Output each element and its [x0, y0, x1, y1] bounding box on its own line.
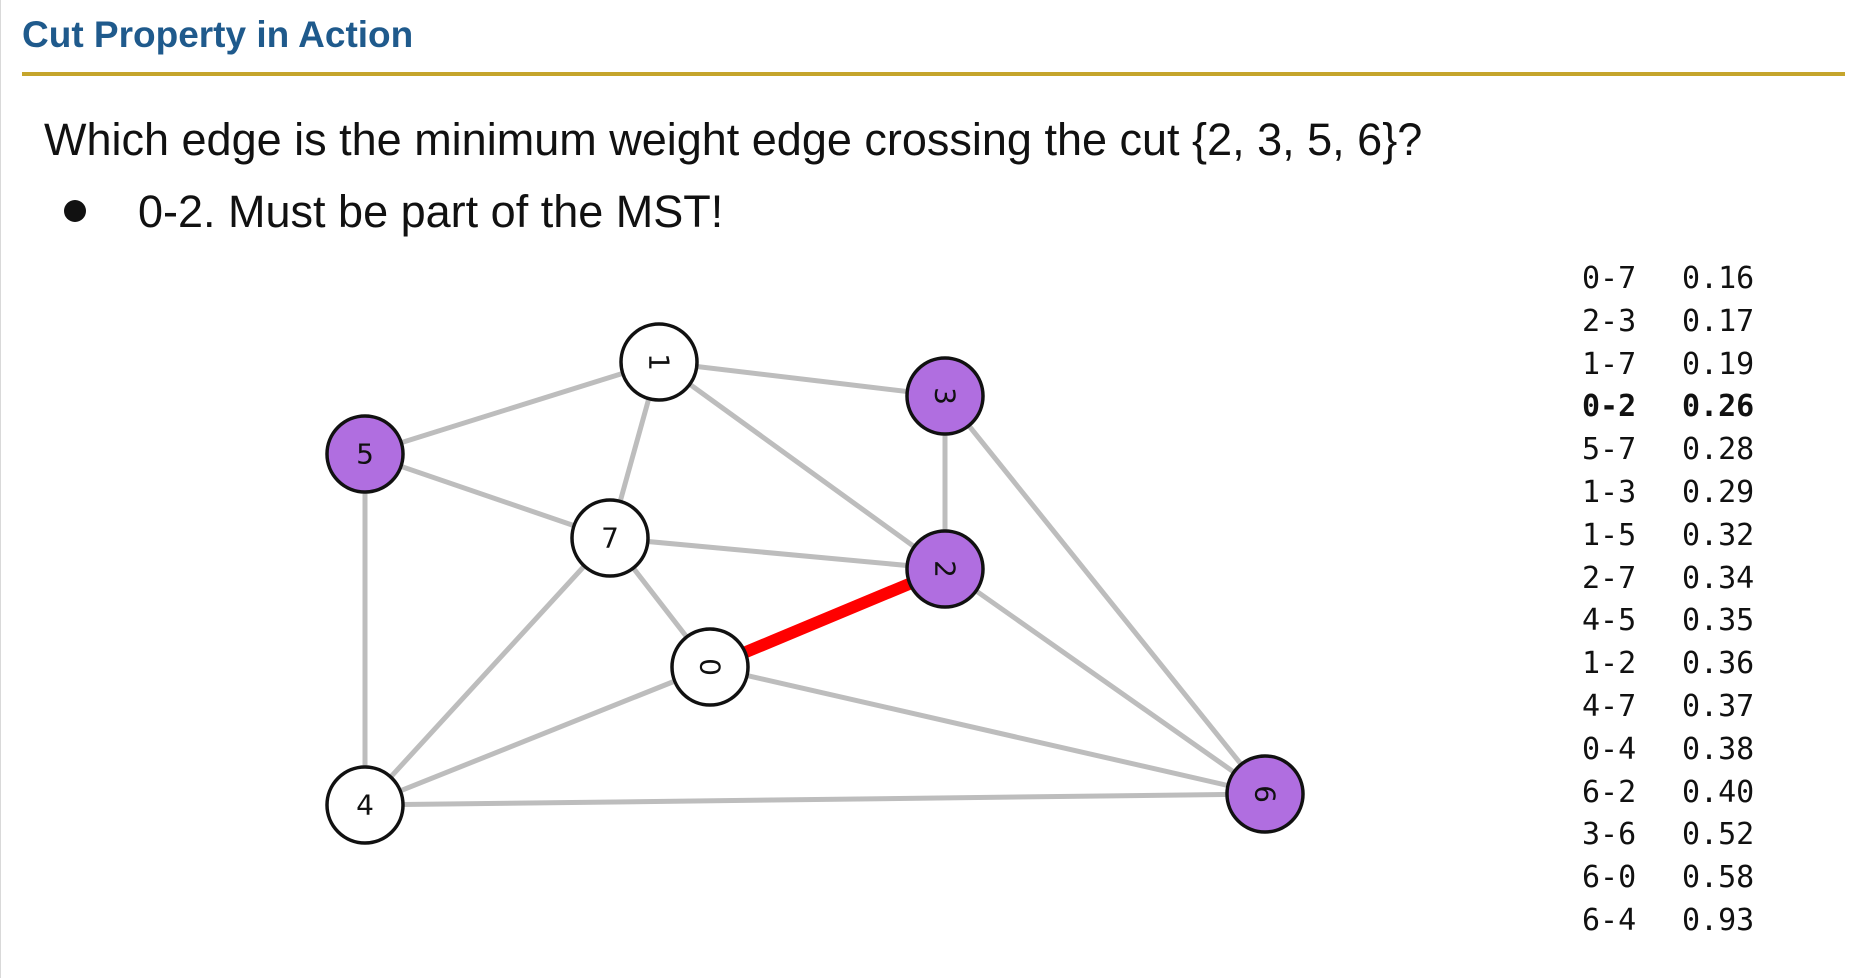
node-circle [905, 529, 985, 609]
edge-list-row: 1-7 0.19 [1582, 344, 1754, 387]
edge-weight: 0.16 [1682, 261, 1755, 296]
edge-list-row: 3-6 0.52 [1582, 814, 1754, 857]
graph-edge-2-7 [609, 535, 946, 572]
graph-nodes: 0 1 2 3 4 5 6 7 [325, 322, 1305, 845]
edge-list-row: 5-7 0.28 [1582, 429, 1754, 472]
edge-name: 0-7 [1582, 261, 1637, 296]
edge-weight: 0.29 [1682, 474, 1755, 510]
graph-edge-1-5 [364, 359, 660, 457]
graph-edges [362, 359, 1267, 808]
node-label: 2 [929, 560, 962, 578]
node-label: 6 [1249, 785, 1282, 803]
edge-weight: 0.38 [1682, 731, 1755, 767]
bullet-icon [64, 200, 86, 222]
slide-title: Cut Property in Action [22, 14, 414, 55]
edge-name: 1-2 [1582, 646, 1637, 682]
edge-list-row: 4-7 0.37 [1582, 686, 1754, 729]
edge-name: 4-5 [1582, 603, 1637, 639]
graph-node-1: 1 [619, 322, 699, 402]
node-label: 4 [356, 789, 374, 822]
edge-list-row: 1-5 0.32 [1582, 515, 1754, 558]
graph-edge-1-2 [657, 359, 947, 572]
node-label: 3 [929, 387, 962, 405]
graph-node-0: 0 [670, 627, 750, 707]
edge-weight: 0.37 [1682, 688, 1755, 724]
graph-node-3: 3 [905, 356, 985, 436]
edge-weight-list: 0-7 0.16 2-3 0.17 1-7 0.19 0-2 0.26 5-7 0.28 1-3 0.… [1582, 258, 1754, 943]
graph-edge-5-7 [364, 451, 611, 541]
node-circle [325, 414, 405, 494]
node-label: 5 [356, 438, 374, 471]
graph-edge-6-4 [364, 791, 1266, 808]
edge-list-row: 6-4 0.93 [1582, 900, 1754, 943]
edge-name: 1-7 [1582, 346, 1637, 382]
edge-weight: 0.32 [1682, 517, 1755, 553]
edge-weight: 0.93 [1682, 902, 1755, 938]
edge-list-row: 0-2 0.26 [1582, 386, 1754, 429]
node-circle [905, 356, 985, 436]
graph-edge-6-2 [943, 566, 1267, 797]
edge-weight: 0.28 [1682, 432, 1755, 468]
title-underline [22, 72, 1845, 76]
graph-edge-6-0 [709, 664, 1266, 797]
edge-list-row: 2-7 0.34 [1582, 558, 1754, 601]
edge-list-row: 1-3 0.29 [1582, 472, 1754, 515]
graph-diagram: 0 1 2 3 4 5 6 7 [325, 322, 1305, 845]
edge-weight: 0.19 [1682, 346, 1755, 382]
edge-list-row: 4-5 0.35 [1582, 600, 1754, 643]
edge-name: 6-2 [1582, 774, 1637, 810]
graph-node-2: 2 [905, 529, 985, 609]
graph-node-5: 5 [325, 414, 405, 494]
graph-node-4: 4 [325, 765, 405, 845]
edge-list-row: 0-4 0.38 [1582, 729, 1754, 772]
edge-name: 3-6 [1582, 817, 1637, 853]
node-circle [325, 765, 405, 845]
node-circle [1225, 754, 1305, 834]
node-label: 7 [601, 522, 619, 555]
edge-name: 0-2 [1582, 389, 1637, 425]
question-text: Which edge is the minimum weight edge cr… [44, 114, 1423, 165]
graph-node-7: 7 [570, 498, 650, 578]
node-circle [570, 498, 650, 578]
graph-edge-4-7 [363, 536, 612, 807]
edge-weight: 0.40 [1682, 774, 1755, 810]
graph-node-6: 6 [1225, 754, 1305, 834]
edge-name: 1-5 [1582, 517, 1637, 553]
edge-weight: 0.17 [1682, 303, 1755, 339]
node-circle [619, 322, 699, 402]
graph-edge-0-2 [707, 563, 948, 673]
edge-name: 5-7 [1582, 432, 1637, 468]
node-label: 1 [643, 353, 676, 371]
edge-list-row: 1-2 0.36 [1582, 643, 1754, 686]
node-circle [670, 627, 750, 707]
graph-edge-3-6 [943, 394, 1267, 796]
edge-name: 0-4 [1582, 731, 1637, 767]
edge-name: 2-3 [1582, 303, 1637, 339]
edge-weight: 0.34 [1682, 560, 1755, 596]
edge-list-row: 6-0 0.58 [1582, 857, 1754, 900]
edge-name: 6-0 [1582, 860, 1637, 896]
edge-name: 6-4 [1582, 902, 1637, 938]
edge-name: 2-7 [1582, 560, 1637, 596]
node-label: 0 [694, 658, 727, 676]
edge-weight: 0.35 [1682, 603, 1755, 639]
edge-list-row: 0-7 0.16 [1582, 258, 1754, 301]
edge-weight: 0.36 [1682, 646, 1755, 682]
edge-name: 1-3 [1582, 474, 1637, 510]
graph-edge-0-4 [364, 664, 711, 808]
slide-left-border [0, 0, 1, 978]
edge-name: 4-7 [1582, 688, 1637, 724]
answer-bullet-text: 0-2. Must be part of the MST! [138, 186, 724, 237]
edge-weight: 0.52 [1682, 817, 1755, 853]
edge-weight: 0.26 [1682, 389, 1755, 425]
edge-weight: 0.58 [1682, 860, 1755, 896]
edge-list-row: 6-2 0.40 [1582, 772, 1754, 815]
graph-edge-1-3 [658, 359, 946, 399]
edge-list-row: 2-3 0.17 [1582, 301, 1754, 344]
